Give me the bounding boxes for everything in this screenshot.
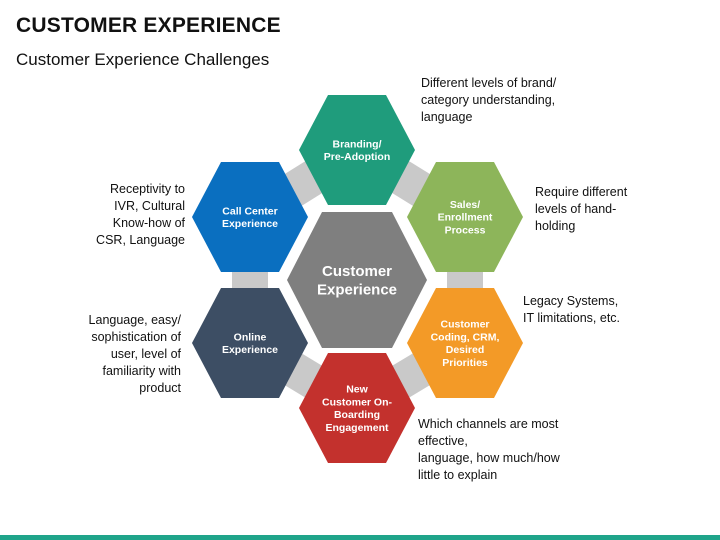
hexagon-branding-label: Branding/Pre-Adoption — [324, 138, 391, 163]
hexagon-online-shape — [192, 288, 308, 398]
note-onboarding-text: Which channels are most effective, langu… — [418, 417, 560, 482]
note-coding: Legacy Systems, IT limitations, etc. — [523, 293, 683, 327]
note-sales: Require different levels of hand- holdin… — [535, 184, 685, 235]
note-online-text: Language, easy/ sophistication of user, … — [88, 313, 181, 395]
note-branding-text: Different levels of brand/ category unde… — [421, 76, 557, 124]
note-online: Language, easy/ sophistication of user, … — [40, 312, 181, 397]
note-callcenter: Receptivity to IVR, Cultural Know-how of… — [60, 181, 185, 249]
note-callcenter-text: Receptivity to IVR, Cultural Know-how of… — [96, 182, 185, 247]
note-coding-text: Legacy Systems, IT limitations, etc. — [523, 294, 621, 325]
page-title: CUSTOMER EXPERIENCE — [16, 14, 281, 37]
hexagon-branding-shape — [299, 95, 415, 205]
center-hexagon-shape — [287, 212, 427, 348]
page-subtitle: Customer Experience Challenges — [16, 50, 270, 69]
hexagon-onboarding-shape — [299, 353, 415, 463]
hexagon-callcenter-shape — [192, 162, 308, 272]
note-branding: Different levels of brand/ category unde… — [421, 75, 621, 126]
hexagon-branding: Branding/Pre-Adoption — [299, 95, 415, 205]
bottom-accent-bar — [0, 535, 720, 540]
note-onboarding: Which channels are most effective, langu… — [418, 416, 618, 484]
hexagon-coding-shape — [407, 288, 523, 398]
note-sales-text: Require different levels of hand- holdin… — [535, 185, 628, 233]
hexagon-sales-shape — [407, 162, 523, 272]
